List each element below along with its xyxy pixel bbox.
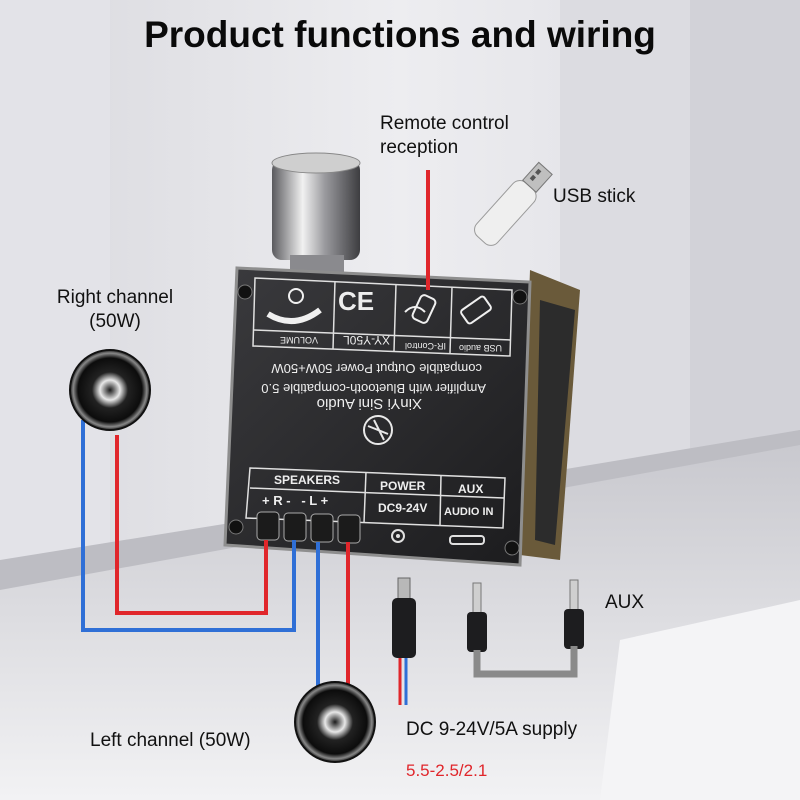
wiring: [81, 170, 430, 705]
amplifier-board: [223, 266, 532, 567]
board-ir-control: IR-Control: [405, 341, 446, 351]
right-channel-line2: (50W): [89, 311, 141, 332]
board-brand: XinYi Sini Audio: [317, 395, 422, 412]
board-audio-in: AUDIO IN: [444, 506, 494, 518]
board-speakers: SPEAKERS: [274, 473, 340, 487]
remote-control-label: Remote control reception: [380, 112, 509, 160]
usb-stick-icon: [474, 161, 553, 246]
right-speaker-red-wire: [115, 435, 268, 615]
board-speaker-pins: + R - - L +: [262, 493, 329, 508]
right-speaker-blue-wire: [81, 420, 296, 632]
aux-label: AUX: [605, 592, 645, 613]
aux-cable-icon: [467, 579, 584, 678]
remote-control-line1: Remote control: [380, 113, 509, 134]
board-volume: VOLUME: [280, 335, 318, 345]
plug-size-label: 5.5-2.5/2.1: [406, 761, 488, 780]
left-channel-label: Left channel (50W): [90, 730, 251, 751]
board-desc2: compatible Output Power 50W+50W: [271, 361, 482, 376]
right-channel-line1: Right channel: [56, 287, 174, 308]
board-power: POWER: [380, 479, 426, 493]
volume-knob[interactable]: [271, 152, 361, 277]
dc-supply-label: DC 9-24V/5A supply: [406, 719, 578, 740]
board-model: XY-Y50L: [343, 333, 390, 347]
right-channel-label: Right channel (50W): [38, 286, 192, 334]
board-desc1: Amplifier with Bluetooth-compatible 5.0: [261, 381, 486, 396]
remote-control-line2: reception: [380, 137, 459, 158]
board-usb-audio: USB audio: [459, 343, 502, 353]
board-text: CE VOLUME XY-Y50L IR-Control USB audio c…: [261, 286, 502, 518]
board-aux: AUX: [458, 482, 483, 496]
board-ce: CE: [338, 286, 374, 316]
board-power-spec: DC9-24V: [378, 501, 427, 515]
usb-stick-label: USB stick: [553, 186, 636, 207]
page-title: Product functions and wiring: [144, 14, 656, 55]
right-speaker-icon: [69, 349, 151, 431]
dc-plug-icon: [392, 577, 416, 658]
left-speaker-icon: [294, 681, 376, 763]
